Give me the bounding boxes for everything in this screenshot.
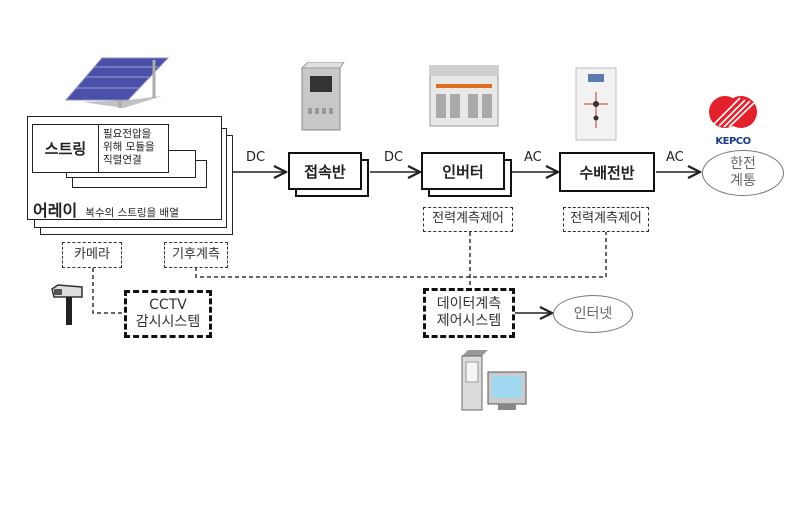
array-description: 복수의 스트링을 배열: [85, 207, 179, 219]
kepco-logo: KEPCO: [700, 94, 766, 147]
ac-label-1: AC: [524, 150, 542, 165]
array-box: 스트링 필요전압을 위해 모듈을 직렬연결 어레이 복수의 스트링을 배열: [27, 116, 222, 220]
junction-box-node: 접속반: [288, 152, 362, 190]
grid-label-line: 계통: [730, 173, 756, 189]
junction-box-image: [300, 62, 345, 131]
camera-node: 카메라: [62, 242, 122, 268]
kepco-logo-icon: [709, 96, 757, 128]
string-desc-line: 직렬연결: [103, 154, 142, 166]
dc-label-1: DC: [246, 150, 266, 165]
switchgear-node: 수배전반: [559, 152, 655, 192]
cctv-label-line: 감시시스템: [135, 314, 201, 330]
string-description: 필요전압을 위해 모듈을 직렬연결: [99, 125, 168, 172]
dash-camera-to-cctv: [92, 268, 124, 314]
array-label: 어레이: [33, 201, 78, 220]
dc-label-2: DC: [384, 150, 404, 165]
dash-weather-bus: [195, 232, 607, 278]
string-desc-line: 필요전압을: [103, 128, 152, 140]
kepco-text: KEPCO: [715, 136, 751, 147]
inverter-image: [429, 65, 499, 127]
string-box: 스트링 필요전압을 위해 모듈을 직렬연결: [32, 124, 169, 173]
grid-node: 한전 계통: [702, 150, 784, 196]
data-system-label-line: 제어시스템: [436, 313, 502, 329]
computer-icon: [461, 350, 527, 411]
internet-node: 인터넷: [553, 295, 633, 333]
ac-label-2: AC: [666, 150, 684, 165]
grid-label-line: 한전: [730, 156, 756, 173]
inverter-power-control: 전력계측제어: [423, 207, 513, 232]
data-system-label-line: 데이터계측: [436, 295, 502, 312]
cctv-camera-icon: [51, 284, 83, 325]
inverter-node: 인버터: [421, 152, 505, 190]
data-control-system-node: 데이터계측 제어시스템: [423, 288, 515, 338]
switchgear-image: [575, 67, 617, 141]
solar-panel-icon: [64, 57, 170, 108]
string-desc-line: 위해 모듈을: [103, 141, 155, 153]
array-caption: 어레이 복수의 스트링을 배열: [33, 197, 179, 221]
cctv-label-line: CCTV: [149, 296, 187, 313]
switchgear-power-control: 전력계측제어: [563, 207, 649, 232]
weather-node: 기후계측: [164, 242, 228, 268]
cctv-system-node: CCTV 감시시스템: [124, 290, 212, 338]
string-label: 스트링: [33, 125, 99, 172]
